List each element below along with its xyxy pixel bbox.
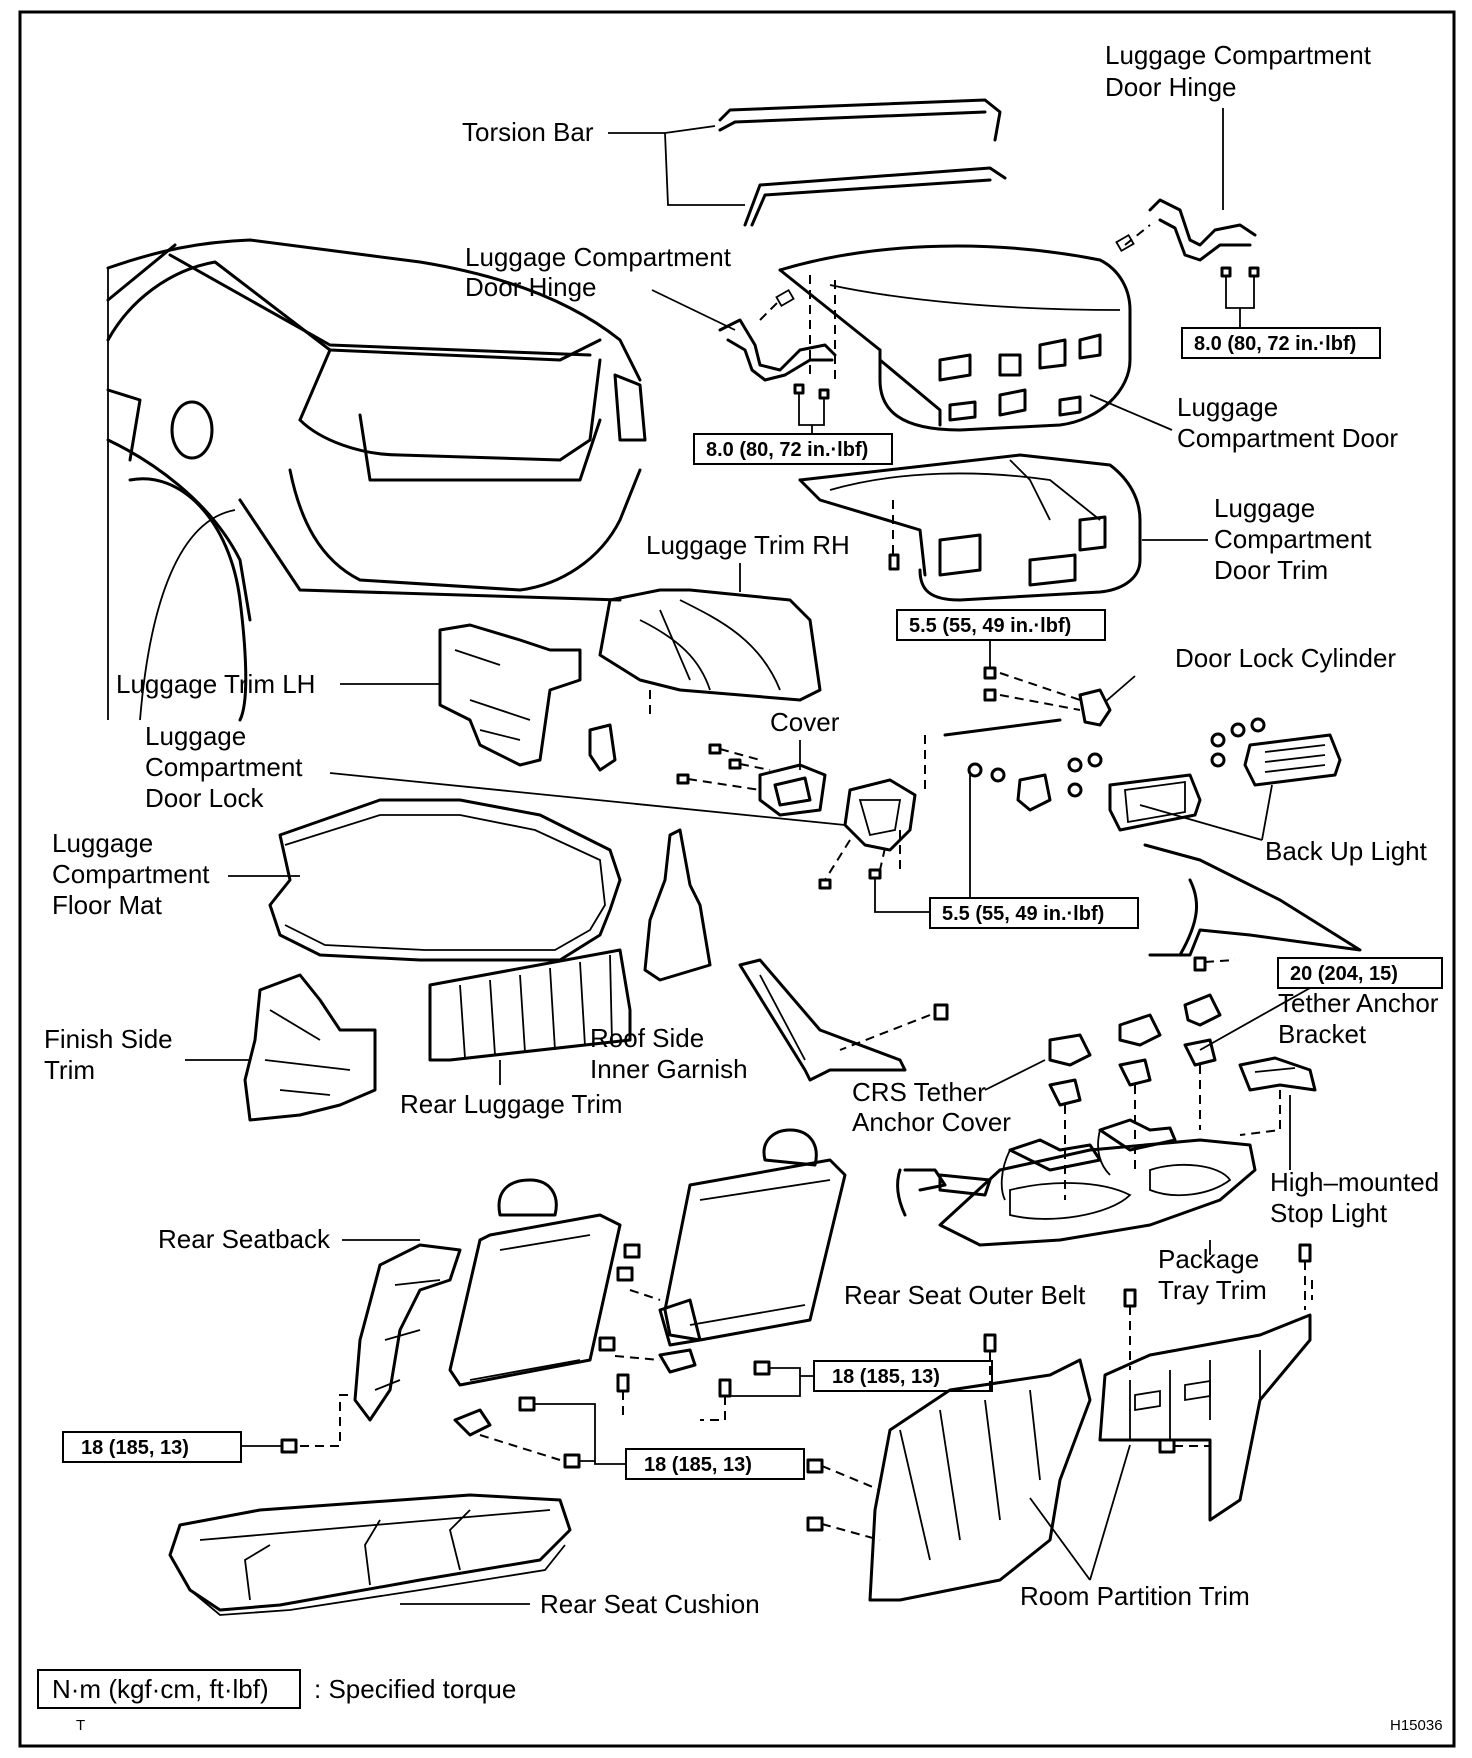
luggage-trim-rh-part <box>588 588 822 772</box>
luggage-trim-lh-part <box>438 623 582 767</box>
floor-mat-part <box>268 798 622 962</box>
rear-seatback-part <box>353 1128 847 1422</box>
torsion-bar-part <box>718 98 1007 227</box>
crs-tether-part <box>1048 993 1222 1200</box>
label-package-tray-1: Package <box>1158 1244 1259 1274</box>
torque-leader-tether <box>1199 987 1311 1051</box>
leader-back-up-light <box>1139 784 1273 841</box>
label-tether-bracket-1: Tether Anchor <box>1278 988 1439 1018</box>
label-hinge-right-2: Door Hinge <box>1105 72 1237 102</box>
label-roof-side-2: Inner Garnish <box>590 1054 748 1084</box>
label-trim-lh: Luggage Trim LH <box>116 669 315 699</box>
label-door-trim-3: Door Trim <box>1214 555 1328 585</box>
label-crs-cover-2: Anchor Cover <box>852 1107 1011 1137</box>
torque-box-seat-left <box>62 1431 242 1463</box>
outer-belt-part <box>896 1168 992 1217</box>
label-trim-rh: Luggage Trim RH <box>646 530 850 560</box>
leader-hinge-left <box>651 289 736 331</box>
legend-meaning: : Specified torque <box>314 1674 516 1704</box>
label-floor-mat-3: Floor Mat <box>52 890 163 920</box>
rear-seat-cushion-part <box>168 1493 572 1616</box>
seat-bolts <box>280 1243 771 1469</box>
label-door-2: Compartment Door <box>1177 423 1398 453</box>
roof-side-garnish-part <box>738 958 949 1082</box>
leader-partition <box>1029 1444 1131 1581</box>
stop-light-part <box>1238 1056 1317 1136</box>
torque-box-hinge-left <box>693 433 893 465</box>
label-door-trim-1: Luggage <box>1214 493 1315 523</box>
torque-seat-center: 18 (185, 13) <box>644 1454 752 1476</box>
leader-lock-cylinder <box>1104 675 1136 703</box>
label-rear-seatback: Rear Seatback <box>158 1224 331 1254</box>
torque-box-tether <box>1277 957 1443 989</box>
torque-leader-hinge-left <box>798 407 825 434</box>
label-cover: Cover <box>770 707 840 737</box>
finish-side-trim-part <box>243 973 377 1122</box>
torque-hinge-left: 8.0 (80, 72 in.·lbf) <box>706 439 868 461</box>
torque-leader-seat-center <box>535 1403 626 1465</box>
torque-box-seat-right <box>813 1360 993 1392</box>
label-stop-light-2: Stop Light <box>1270 1198 1388 1228</box>
label-hinge-left-2: Door Hinge <box>465 272 597 302</box>
torque-cylinder: 5.5 (55, 49 in.·lbf) <box>909 615 1071 637</box>
label-stop-light-1: High–mounted <box>1270 1167 1439 1197</box>
torque-lock: 5.5 (55, 49 in.·lbf) <box>942 903 1104 925</box>
torque-leader-lock <box>874 878 930 913</box>
label-tether-bracket-2: Bracket <box>1278 1019 1367 1049</box>
label-door-lock-3: Door Lock <box>145 783 264 813</box>
torque-box-seat-center <box>625 1448 805 1480</box>
label-back-up-light: Back Up Light <box>1265 836 1428 866</box>
leader-crs-cover <box>984 1059 1046 1091</box>
leader-door-lock <box>329 772 846 826</box>
label-door-1: Luggage <box>1177 392 1278 422</box>
back-up-light-part <box>967 717 1342 832</box>
torque-box-lock <box>929 897 1139 929</box>
label-rear-luggage-trim: Rear Luggage Trim <box>400 1089 623 1119</box>
torque-hinge-right: 8.0 (80, 72 in.·lbf) <box>1194 333 1356 355</box>
torque-leader-hinge-right <box>1225 290 1255 328</box>
label-lock-cylinder: Door Lock Cylinder <box>1175 643 1396 673</box>
leader-torsion-bar <box>608 125 745 206</box>
torque-seat-left: 18 (185, 13) <box>81 1437 189 1459</box>
door-lock-part <box>818 778 917 890</box>
quarter-trim-part <box>1143 843 1362 972</box>
torque-box-hinge-right <box>1181 327 1381 359</box>
torque-box-cylinder <box>896 609 1106 641</box>
label-outer-belt: Rear Seat Outer Belt <box>844 1280 1086 1310</box>
label-finish-side-1: Finish Side <box>44 1024 173 1054</box>
label-door-lock-1: Luggage <box>145 721 246 751</box>
label-floor-mat-1: Luggage <box>52 828 153 858</box>
hinge-left-part <box>718 275 837 412</box>
label-door-trim-2: Compartment <box>1214 524 1372 554</box>
figure-id: H15036 <box>1390 1717 1443 1734</box>
legend-unit: N·m (kgf·cm, ft·lbf) <box>52 1674 269 1704</box>
label-door-lock-2: Compartment <box>145 752 303 782</box>
label-torsion-bar: Torsion Bar <box>462 117 594 147</box>
label-hinge-right-1: Luggage Compartment <box>1105 40 1372 70</box>
package-tray-part <box>938 1118 1257 1247</box>
hinge-right-part <box>1115 198 1260 290</box>
partition-trim-part <box>806 1243 1313 1602</box>
torque-leader-seat-right <box>730 1367 814 1397</box>
label-finish-side-2: Trim <box>44 1055 95 1085</box>
label-hinge-left-1: Luggage Compartment <box>465 242 732 272</box>
torque-tether: 20 (204, 15) <box>1290 963 1398 985</box>
label-roof-side-1: Roof Side <box>590 1023 704 1053</box>
legend-mark: T <box>76 1717 85 1734</box>
luggage-door-part <box>778 244 1132 432</box>
legend-box <box>37 1669 301 1709</box>
label-rear-cushion: Rear Seat Cushion <box>540 1589 760 1619</box>
lock-cylinder-part <box>924 666 1112 790</box>
label-package-tray-2: Tray Trim <box>1158 1275 1267 1305</box>
torque-seat-right: 18 (185, 13) <box>832 1366 940 1388</box>
leader-door <box>1089 394 1173 431</box>
car-body-illustration <box>106 238 647 722</box>
rear-luggage-trim-part <box>428 828 712 1062</box>
label-crs-cover-1: CRS Tether <box>852 1077 986 1107</box>
label-partition: Room Partition Trim <box>1020 1581 1250 1611</box>
label-floor-mat-2: Compartment <box>52 859 210 889</box>
door-trim-part <box>798 453 1142 602</box>
